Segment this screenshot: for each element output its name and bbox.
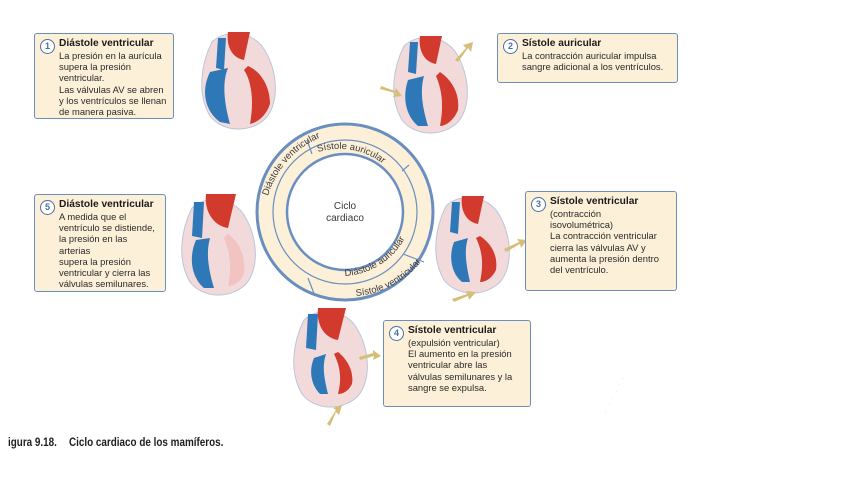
inner-circle [285,152,405,272]
step-title-1: Diástole ventricular [59,38,154,49]
heart-illustration-5 [181,194,256,296]
step-text-5: A medida que el ventrículo se distiende,… [59,211,155,290]
center-label-line1: Ciclo [334,201,357,212]
figure-caption-label: igura 9.18. [8,437,57,449]
step-title-4: Sístole ventricular [408,325,497,336]
step-text-3: (contracción isovolumétrica) La contracc… [550,208,659,276]
step-number-3: 3 [531,197,546,212]
ring-divider [272,139,418,285]
step-number-1: 1 [40,39,55,54]
heart-illustration-4 [293,308,368,408]
step-box-4: 4 Sístole ventricular (expulsión ventric… [383,320,531,407]
step-text-1: La presión en la aurícula supera la pres… [59,50,167,118]
heart-illustration-3 [435,196,510,294]
step-title-2: Sístole auricular [522,38,602,49]
figure-caption-text: Ciclo cardiaco de los mamíferos. [68,437,224,449]
heart-illustration-2 [393,36,468,134]
step-title-5: Diástole ventricular [59,199,154,210]
step-number-4: 4 [389,326,404,341]
heart-illustration-1 [201,32,276,130]
step-box-2: 2 Sístole auricular La contracción auric… [497,33,678,83]
step-text-4: (expulsión ventricular) El aumento en la… [408,337,513,393]
step-text-2: La contracción auricular impulsa sangre … [522,50,664,73]
step-box-3: 3 Sístole ventricular (contracción isovo… [525,191,677,291]
step-title-3: Sístole ventricular [550,196,639,207]
figure-caption: igura 9.18. Ciclo cardiaco de los mamífer… [8,437,223,449]
center-label-line2: cardiaco [326,213,364,224]
step-number-5: 5 [40,200,55,215]
step-box-1: 1 Diástole ventricular La presión en la … [34,33,174,119]
pressure-arrows [327,42,527,426]
step-box-5: 5 Diástole ventricular A medida que el v… [34,194,166,292]
step-number-2: 2 [503,39,518,54]
